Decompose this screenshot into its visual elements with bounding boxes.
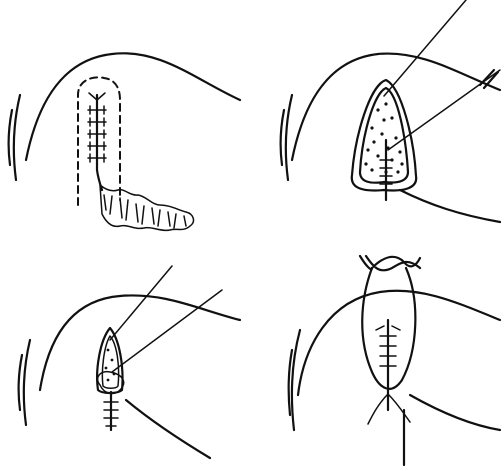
loop-suture (98, 372, 124, 394)
dashed-excision-outline (78, 77, 120, 205)
panel-top-left (9, 53, 240, 230)
contour-hatch (281, 110, 284, 165)
body-contour (40, 295, 240, 390)
panel-top-right (281, 0, 500, 222)
shaded-tissue-strokes (104, 195, 186, 228)
stippled-interior (105, 349, 116, 382)
lower-contour (400, 190, 500, 222)
lower-contour (410, 395, 500, 430)
body-contour (26, 53, 240, 160)
contour-hatch (24, 340, 30, 425)
contour-hatch (19, 355, 22, 410)
excision-inner (102, 336, 118, 388)
panel-bottom-left (19, 266, 240, 458)
shaded-tissue-area (100, 185, 193, 230)
suture-thread (110, 266, 222, 372)
panel-bottom-right (289, 256, 500, 465)
skin-fold-top (360, 256, 420, 270)
body-contour (298, 291, 500, 395)
contour-hatch (286, 95, 292, 180)
contour-hatch (14, 95, 20, 180)
contour-hatch (292, 330, 300, 430)
lower-contour (126, 400, 210, 458)
contour-hatch (9, 110, 12, 165)
